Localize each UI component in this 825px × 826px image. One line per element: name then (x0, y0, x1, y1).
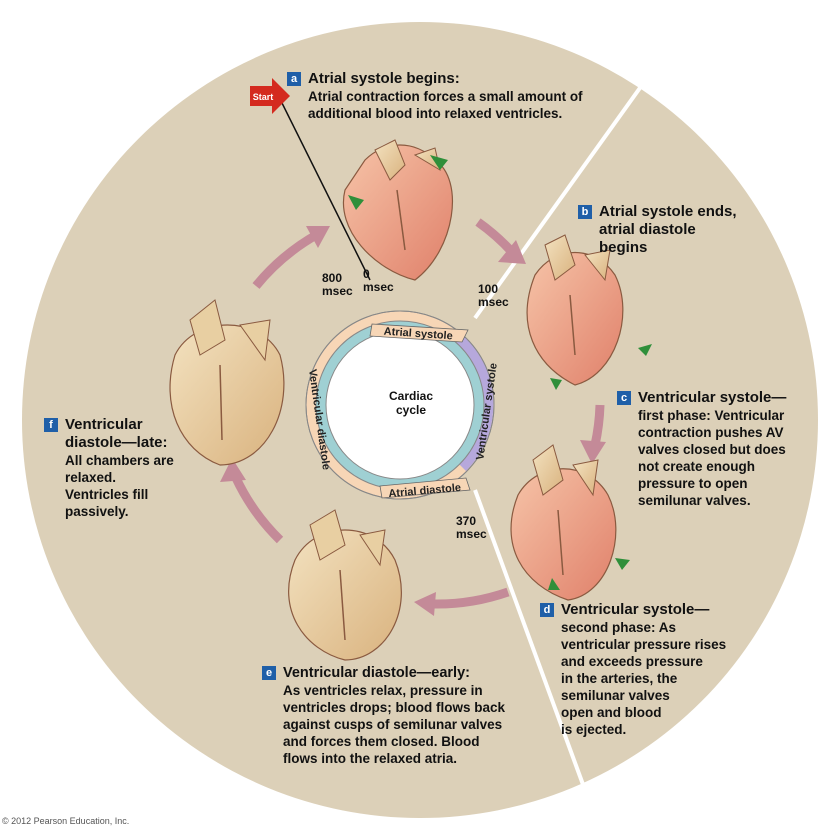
heart-e (288, 509, 402, 661)
arrow-green-a1 (430, 155, 448, 170)
arrow-green-c2 (548, 578, 560, 590)
cycle-arrowheads (220, 226, 606, 616)
step-c-badge: c (617, 391, 631, 405)
heart-a (342, 139, 454, 281)
center-label-2: cycle (396, 403, 426, 417)
copyright: © 2012 Pearson Education, Inc. (2, 816, 130, 826)
step-b-badge: b (578, 205, 592, 219)
step-a-badge: a (287, 72, 301, 86)
arrow-green-c1 (615, 558, 630, 570)
arrow-green-a2 (348, 195, 364, 210)
arrow-green-b2 (550, 378, 562, 390)
step-e-badge: e (262, 666, 276, 680)
heart-c (510, 444, 617, 601)
step-d-badge: d (540, 603, 554, 617)
phase-ring (305, 310, 495, 500)
step-f-badge: f (44, 418, 58, 432)
start-marker: Start (250, 78, 371, 281)
center-label-1: Cardiac (389, 389, 433, 403)
heart-f (169, 299, 285, 466)
arrow-green-b1 (638, 344, 652, 356)
ring-atrial-systole: Atrial systole (383, 326, 453, 343)
start-label: Start (253, 92, 274, 102)
divider-lines (473, 58, 662, 791)
heart-b (526, 234, 624, 386)
